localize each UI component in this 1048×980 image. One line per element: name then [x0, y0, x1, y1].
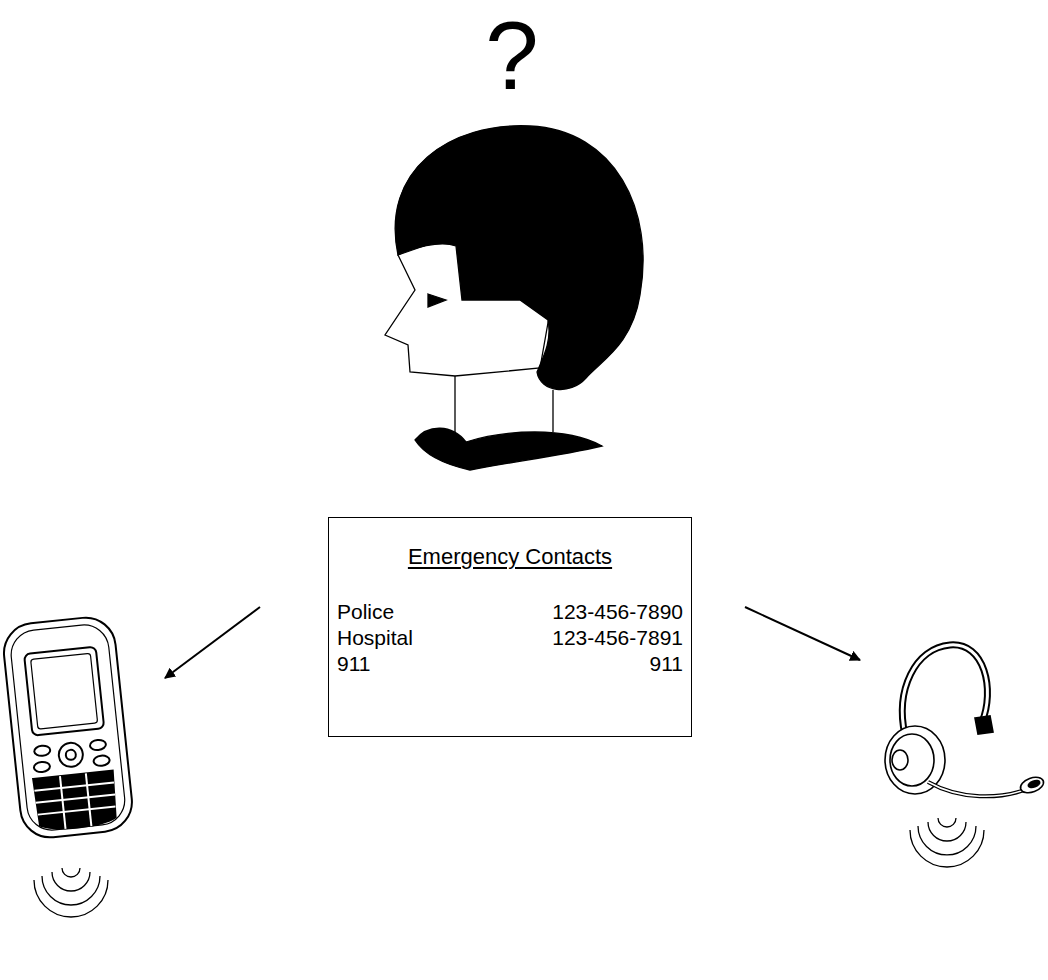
- contact-name: 911: [337, 652, 471, 676]
- signal-waves: [34, 868, 108, 917]
- contact-name: Hospital: [337, 626, 471, 650]
- signal-waves: [910, 818, 984, 867]
- phone-number: 123-456-7891: [495, 626, 683, 650]
- question-mark: ?: [485, 8, 538, 104]
- pointer-arrow: [165, 607, 260, 678]
- contacts-box: Emergency ContactsPolice 123-456-7890Hosp…: [328, 517, 692, 737]
- box-heading: Emergency Contacts: [337, 544, 683, 570]
- contact-name: Police: [337, 600, 471, 624]
- pointer-arrow: [745, 607, 860, 660]
- contacts-table: Police123-456-7890Hospital123-456-789191…: [337, 600, 683, 676]
- person-figure: [385, 126, 643, 470]
- headset-icon: [885, 645, 1046, 796]
- phone-number: 123-456-7890: [495, 600, 683, 624]
- phone-icon: [1, 615, 135, 841]
- phone-number: 911: [495, 652, 683, 676]
